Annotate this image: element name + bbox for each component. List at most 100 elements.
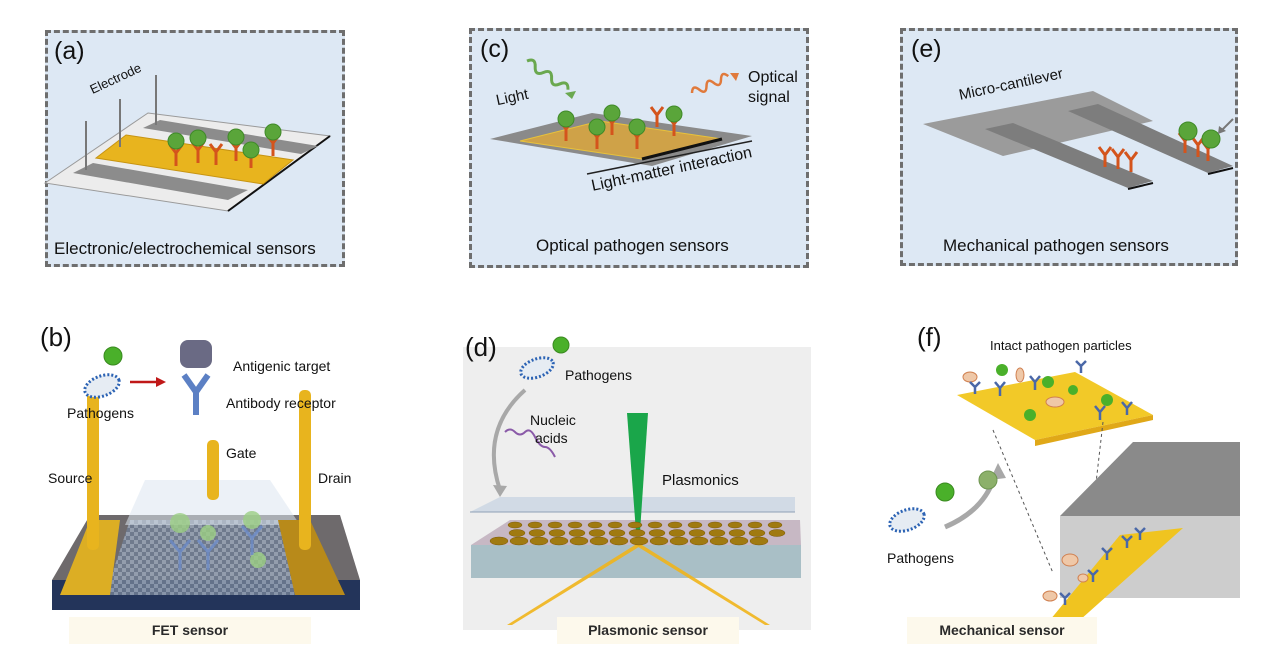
plate-viruses	[996, 364, 1113, 421]
reflected-beam-left	[507, 545, 642, 625]
gold-nanoparticle	[608, 529, 626, 537]
plasmonics-label: Plasmonics	[662, 472, 739, 489]
glass-cover	[470, 497, 795, 512]
electrode-strip-bottom	[73, 163, 248, 200]
pathogens-label: Pathogens	[67, 405, 134, 421]
gold-nanoparticle	[749, 536, 769, 546]
caption-c: Optical pathogen sensors	[536, 236, 729, 255]
caption-a: Electronic/electrochemical sensors	[54, 239, 316, 258]
cantilever-illustration	[923, 91, 1234, 190]
gold-nanoparticle	[709, 536, 729, 546]
gold-nanoparticle	[567, 521, 583, 529]
gold-nanoparticle	[607, 521, 623, 529]
optical-signal-wave-icon	[690, 72, 730, 94]
gold-nanoparticle	[509, 536, 529, 546]
virus-icon	[103, 346, 123, 366]
beam-antibodies	[1059, 527, 1146, 605]
reflected-beam-right	[635, 545, 770, 625]
gold-nanoparticle	[767, 521, 783, 529]
gold-nanoparticle	[609, 536, 629, 546]
panel-f: (f) Intact pathogen particles Pathogens …	[887, 320, 1255, 650]
virus-icon	[552, 336, 570, 354]
gold-nanoparticle	[589, 536, 609, 546]
nucleic-acid-icon	[504, 428, 556, 458]
gold-nanoparticle	[527, 521, 543, 529]
bacterium-icon	[83, 373, 121, 399]
bacterium-icon	[519, 356, 555, 380]
gold-nanoparticle	[508, 529, 526, 537]
mechanical-sensor-label: Mechanical sensor	[907, 617, 1097, 644]
bacterium-icon	[888, 507, 926, 533]
virus-particles	[1178, 121, 1221, 149]
optical-signal-label-line2: signal	[748, 89, 790, 106]
gold-nanoparticle	[727, 521, 743, 529]
drain-pad	[278, 520, 345, 595]
gold-nanoparticle	[489, 536, 509, 546]
virus-particles	[167, 123, 282, 159]
antibody-receptor-icon	[181, 373, 211, 415]
bound-pathogens	[170, 511, 266, 568]
plate-bacteria	[962, 367, 1065, 408]
gold-nanoparticles	[489, 521, 786, 546]
fet-sensor-illustration	[52, 340, 360, 610]
gold-nanoparticle	[689, 536, 709, 546]
gold-nanoparticle	[588, 529, 606, 537]
drain-label: Drain	[318, 470, 352, 486]
optical-signal-label-line1: Optical	[748, 69, 798, 86]
panel-d: (d) Pathogens Nucleic acids Plasmonics P…	[455, 320, 825, 650]
source-label: Source	[48, 470, 93, 486]
panel-label-f: (f)	[917, 322, 942, 352]
antigenic-target-icon	[180, 340, 212, 368]
panel-c: (c) Light Optical signal Light-matter in…	[469, 28, 809, 268]
gold-nanoparticle	[748, 529, 766, 537]
virus-icon-faded	[978, 470, 998, 490]
antibody-receptors	[168, 525, 264, 570]
gold-nanoparticle	[747, 521, 763, 529]
panel-label-a: (a)	[54, 37, 85, 65]
plate-antibodies	[969, 360, 1133, 420]
gold-nanoparticle	[629, 536, 649, 546]
gate-label: Gate	[226, 445, 257, 461]
nucleic-acids-label-line1: Nucleic	[530, 412, 576, 428]
panel-a: (a) Electrode Electronic/electrochemical…	[43, 30, 345, 267]
gold-nanoparticle	[529, 536, 549, 546]
gold-nanoparticle	[647, 521, 663, 529]
electrochemical-sensor-illustration	[43, 75, 332, 212]
source-pad	[60, 520, 120, 595]
beam-bacteria	[1042, 553, 1089, 602]
virus-icon	[935, 482, 955, 502]
cantilever-arm-2	[1068, 104, 1233, 173]
fet-sensor-label: FET sensor	[69, 617, 311, 644]
light-wave-icon	[526, 58, 570, 90]
gold-nanoparticle	[687, 521, 703, 529]
nucleic-acids-label-line2: acids	[535, 430, 568, 446]
gold-nanoparticle	[669, 536, 689, 546]
virus-particles	[557, 104, 683, 136]
pathogens-label-f: Pathogens	[887, 550, 954, 566]
gold-nanoparticle	[649, 536, 669, 546]
mechanical-sensor-illustration	[888, 360, 1240, 620]
substrate-block	[471, 545, 801, 578]
cantilever-arm-1	[985, 123, 1153, 188]
gold-nanoparticle	[648, 529, 666, 537]
gold-nanoparticle	[627, 521, 643, 529]
panel-label-d: (d)	[465, 332, 497, 362]
gold-nanoparticle	[549, 536, 569, 546]
gold-nanoparticle	[668, 529, 686, 537]
gold-nanoparticle	[728, 529, 746, 537]
panel-label-b: (b)	[40, 322, 72, 352]
support-block-top	[1060, 442, 1240, 516]
laser-beam	[627, 413, 648, 532]
gold-nanoparticle	[587, 521, 603, 529]
gold-nanoparticle	[768, 529, 786, 537]
pathogens-label-d: Pathogens	[565, 367, 632, 383]
gate-pillar	[207, 440, 219, 500]
gold-nanoparticle	[688, 529, 706, 537]
panel-label-c: (c)	[480, 35, 510, 63]
intact-pathogen-particles-label: Intact pathogen particles	[990, 338, 1132, 353]
gold-nanoparticle	[568, 529, 586, 537]
drain-pillar	[299, 390, 311, 550]
gold-nanoparticle	[507, 521, 523, 529]
gold-nanoparticle	[708, 529, 726, 537]
channel	[105, 520, 320, 595]
